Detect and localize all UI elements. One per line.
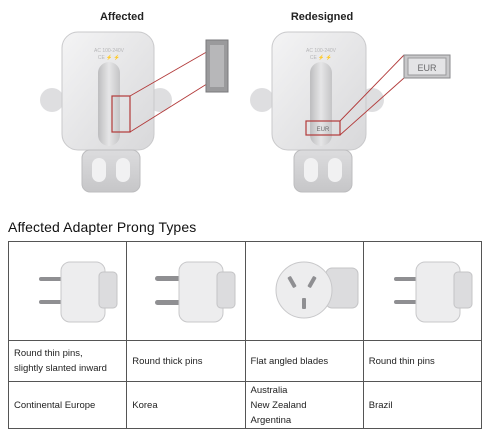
section-title: Affected Adapter Prong Types: [8, 219, 197, 235]
region-cell: Australia New Zealand Argentina: [244, 381, 364, 429]
redesigned-label: Redesigned: [290, 11, 354, 23]
prong-types-table: Round thin pins, slightly slanted inward…: [7, 241, 483, 429]
brazil-round-thin-adapter-image: [393, 261, 473, 323]
eur-marking-small: EUR: [317, 127, 330, 133]
adapter-image-cell: [362, 241, 483, 341]
adapter-image-cell: [126, 241, 246, 341]
adapter-image-row: [7, 241, 483, 341]
region-cell: Continental Europe: [7, 381, 128, 429]
prong-type-row: Round thin pins, slightly slanted inward…: [7, 340, 483, 382]
adapter-comparison-photo: Affected Redesigned AC 100-240V: [0, 0, 490, 210]
prong-type-cell: Round thick pins: [126, 340, 246, 382]
australia-flat-blade-adapter-image: [275, 261, 358, 319]
region-row: Continental Europe Korea Australia New Z…: [7, 381, 483, 429]
svg-text:CE ⚡ ⚡: CE ⚡ ⚡: [98, 54, 120, 61]
adapter-image-cell: [7, 241, 128, 341]
region-cell: Brazil: [362, 381, 483, 429]
prong-type-cell: Flat angled blades: [244, 340, 364, 382]
affected-label: Affected: [99, 11, 144, 23]
adapter-image-cell: [244, 241, 364, 341]
prong-type-cell: Round thin pins: [362, 340, 483, 382]
svg-text:AC 100-240V: AC 100-240V: [306, 48, 337, 54]
eur-marking-zoom: EUR: [417, 63, 437, 73]
svg-text:CE ⚡ ⚡: CE ⚡ ⚡: [310, 54, 332, 61]
adapter-photos-svg: AC 100-240V CE ⚡ ⚡ AC 100-240V CE ⚡ ⚡: [40, 31, 451, 193]
euro-round-thin-adapter-image: [39, 261, 118, 323]
region-cell: Korea: [126, 381, 246, 429]
redesigned-adapter: AC 100-240V CE ⚡ ⚡ EUR EUR: [250, 31, 451, 193]
svg-text:AC 100-240V: AC 100-240V: [94, 48, 125, 54]
prong-type-cell: Round thin pins, slightly slanted inward: [7, 340, 128, 382]
affected-adapter: AC 100-240V CE ⚡ ⚡: [40, 31, 229, 193]
korea-round-thick-adapter-image: [155, 261, 236, 323]
